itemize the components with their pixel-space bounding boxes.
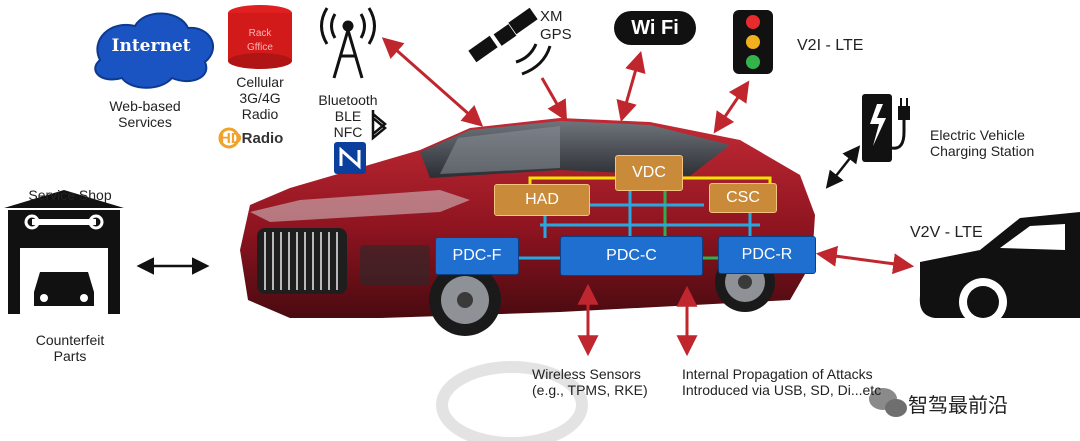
cell-tower-icon bbox=[320, 7, 376, 79]
wifi-label: Wi Fi bbox=[631, 16, 679, 39]
car-illustration bbox=[240, 118, 815, 336]
cellular-label: Cellular 3G/4G Radio bbox=[236, 74, 284, 122]
arrow-gps bbox=[540, 77, 568, 122]
arrow-v2i bbox=[713, 80, 750, 134]
hd-radio-hd: HD bbox=[220, 130, 242, 147]
service-shop-icon bbox=[4, 190, 124, 314]
arrow-bluetooth bbox=[381, 37, 484, 127]
ecu-pdc-f: PDC-F bbox=[435, 237, 519, 275]
satellite-icon bbox=[468, 7, 552, 76]
v2i-label: V2I - LTE bbox=[797, 37, 864, 54]
ecu-csc: CSC bbox=[709, 183, 777, 213]
car-grille bbox=[257, 228, 347, 294]
ecu-pdc-r: PDC-R bbox=[718, 236, 816, 274]
ecu-pdc-c: PDC-C bbox=[560, 236, 703, 276]
web-services-label: Web-based Services bbox=[109, 98, 181, 130]
attack-vector-arrows bbox=[381, 37, 915, 357]
ecu-vdc: VDC bbox=[615, 155, 683, 191]
hd-radio-logo: HDRadio bbox=[220, 130, 283, 147]
hd-radio-icon bbox=[218, 127, 240, 149]
arrow-v2v bbox=[815, 245, 915, 275]
xm-gps-label: XM GPS bbox=[540, 8, 572, 43]
internet-label: Internet bbox=[111, 36, 191, 56]
v2v-label: V2V - LTE bbox=[910, 224, 983, 241]
svg-text:Gffice: Gffice bbox=[247, 42, 273, 53]
service-shop-label: Service Shop bbox=[28, 187, 112, 203]
wifi-icon: Wi Fi bbox=[614, 11, 696, 45]
wechat-watermark-icon bbox=[869, 388, 907, 417]
watermark-ring bbox=[436, 361, 588, 441]
bluetooth-icon bbox=[371, 110, 387, 141]
arrow-wifi bbox=[616, 50, 646, 123]
bluetooth-label: Bluetooth BLE NFC bbox=[318, 92, 378, 140]
ecu-had: HAD bbox=[494, 184, 590, 216]
nfc-icon bbox=[334, 142, 366, 174]
wireless-sensors-label: Wireless Sensors (e.g., TPMS, RKE) bbox=[532, 366, 648, 398]
svg-text:Rack: Rack bbox=[249, 28, 273, 39]
cloud-icon bbox=[94, 12, 215, 89]
ev-charger-icon bbox=[862, 94, 910, 162]
counterfeit-label: Counterfeit Parts bbox=[35, 332, 105, 364]
arrow-ev-charging bbox=[825, 145, 861, 189]
ev-charging-label: Electric Vehicle Charging Station bbox=[930, 127, 1035, 159]
internal-propagation-label: Internal Propagation of Attacks Introduc… bbox=[682, 366, 882, 398]
hd-radio-text: Radio bbox=[241, 130, 284, 147]
cellular-database-icon: Rack Gffice bbox=[228, 5, 292, 69]
traffic-light-icon bbox=[733, 10, 773, 74]
watermark-label: 智驾最前沿 bbox=[908, 393, 1008, 417]
